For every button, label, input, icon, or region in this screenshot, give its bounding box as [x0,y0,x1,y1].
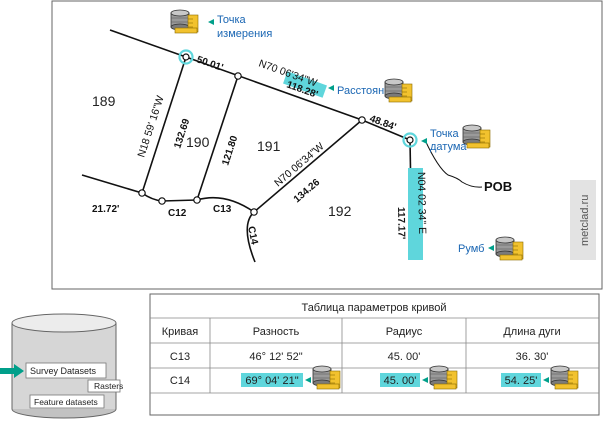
vertex [358,116,366,124]
curve-table-title: Таблица параметров кривой [301,302,446,314]
bearing-left: N18 59' 16"W [135,94,166,159]
watermark-box [570,180,596,260]
geodatabase-cylinder: Rasters Feature datasets Survey Datasets [0,313,123,419]
parcel-191: 191 [257,138,281,154]
curve-table-cell: 45. 00' [388,351,421,363]
distance-highlight [283,71,327,98]
curve-label-c14: C14 [245,225,260,246]
arrow-icon [208,19,214,25]
top-east-line [361,119,411,141]
curve-table-cell: 46° 12' 52" [249,351,302,363]
curve-table-cell: C14 [170,375,190,387]
arrow-icon [543,377,549,383]
callout-point-measure-line1: Точка [217,14,247,26]
distance-top-left: 50.01' [195,54,224,73]
curve-table-header: Разность [253,326,300,338]
callout-point-measure: Точка измерения [170,9,272,40]
callout-bearing: Румб [458,236,524,261]
bottom-west-line [81,174,143,194]
vertex [250,208,258,216]
curve-boundary [141,192,256,263]
survey-db-icon [462,124,491,149]
rasters-box [87,379,121,393]
callout-datum: Точка датума [421,124,491,153]
vertex [193,196,201,204]
distance-top-right: 48.84' [368,113,398,133]
top-boundary-line [185,56,363,121]
curve-table-cell: 36. 30' [516,351,549,363]
cell-highlight [380,373,420,387]
cylinder-top [11,313,117,333]
distance-right: 117.17' [395,207,407,240]
survey-db-icon [384,78,413,103]
cell-highlight [241,373,303,387]
curve-table-header: Радиус [386,326,423,338]
curve-table-cell: 45. 00' [384,375,417,387]
survey-datasets-box [25,362,107,379]
survey-db-icon [495,236,524,261]
curve-table-frame [149,293,600,416]
watermark: metclad.ru [579,195,591,246]
curve-table: Таблица параметров кривой Кривая Разност… [149,293,600,416]
distance-middle: 134.26 [292,177,323,206]
parcel-190: 190 [186,134,210,150]
feature-datasets-box [29,394,105,409]
parcel-192: 192 [328,203,352,219]
parcel-189: 189 [92,93,116,109]
map-frame [51,0,603,290]
vertex [138,189,146,197]
arrow-icon [421,138,427,144]
vertices [138,72,366,216]
curve-table-header: Длина дуги [503,326,560,338]
vertex [158,197,166,205]
arrow-icon [422,377,428,383]
bearing-right: N04 02 34" E [415,172,428,234]
curve-table-cell: 69° 04' 21" [245,375,298,387]
curve-table-header: Кривая [162,326,199,338]
arrow-icon [305,377,311,383]
callout-datum-line1: Точка [430,128,460,140]
arrow-right-icon [0,364,24,378]
west-boundary-line [141,56,187,194]
curve-table-cell: C13 [170,351,190,363]
callout-bearing-label: Румб [458,243,484,255]
arrow-icon [488,245,494,251]
callout-point-measure-line2: измерения [217,28,272,40]
bearing-highlight [408,168,423,260]
survey-datasets-label: Survey Datasets [30,366,97,376]
pob-leader [424,139,483,188]
curve-label-c12: C12 [168,208,187,219]
feature-datasets-label: Feature datasets [34,397,98,407]
callout-distance-label: Расстояние [337,85,396,97]
datum-point [406,136,414,144]
curve-label-c13: C13 [213,204,232,215]
distance-inner: 121.80 [220,134,240,167]
rasters-label: Rasters [94,381,123,391]
survey-db-icon [170,9,199,34]
pob-label: POB [484,179,512,194]
vertex [234,72,242,80]
callout-datum-line2: датума [430,141,467,153]
parcel-lines [81,29,413,263]
cell-highlight [501,373,541,387]
callout-distance: Расстояние [328,78,413,103]
arrow-icon [328,85,334,91]
measurement-point [182,53,190,61]
inner-boundary-line [196,75,239,201]
curve-table-cell: 54. 25' [505,375,538,387]
distance-bottom: 21.72' [92,204,119,215]
measurement-point-ring [178,49,194,65]
datum-point-ring [402,132,418,148]
top-west-line [109,29,187,58]
middle-boundary-line [253,119,363,213]
